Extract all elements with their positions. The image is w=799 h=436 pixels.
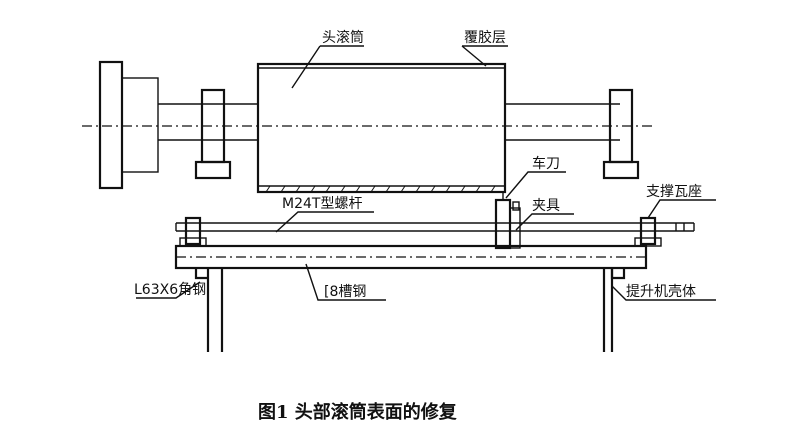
turning-tool [494,192,512,250]
label-bearing-seat: 支撑瓦座 [646,184,702,200]
label-fixture: 夹具 [532,198,560,214]
label-head-drum: 头滚筒 [322,29,364,46]
hoist-casing [206,268,614,352]
screw-support-left [179,216,207,247]
channel-steel-base [174,244,648,270]
leader-lines [136,45,716,301]
coupling-flange [98,60,159,190]
fixture [509,201,521,249]
label-rubber-layer: 覆胶层 [464,29,506,46]
label-turning-tool: 车刀 [532,155,560,172]
rubber-layer-hatch [265,185,496,193]
label-angle-steel: L63X6角钢 [134,282,206,298]
angle-steel-left [194,268,208,280]
label-hoist-casing: 提升机壳体 [626,283,696,300]
head-drum [256,62,507,194]
screw-support-right [634,216,662,247]
shaft [158,103,620,141]
left-bearing-block [194,88,232,180]
label-channel-steel: [8槽钢 [324,284,366,300]
m24-screw-rod [175,222,695,232]
angle-steel-right [610,268,626,280]
label-m24-screw: M24T型螺杆 [282,196,362,212]
figure-caption: 图1 头部滚筒表面的修复 [258,401,458,423]
right-bearing-block [602,88,640,180]
